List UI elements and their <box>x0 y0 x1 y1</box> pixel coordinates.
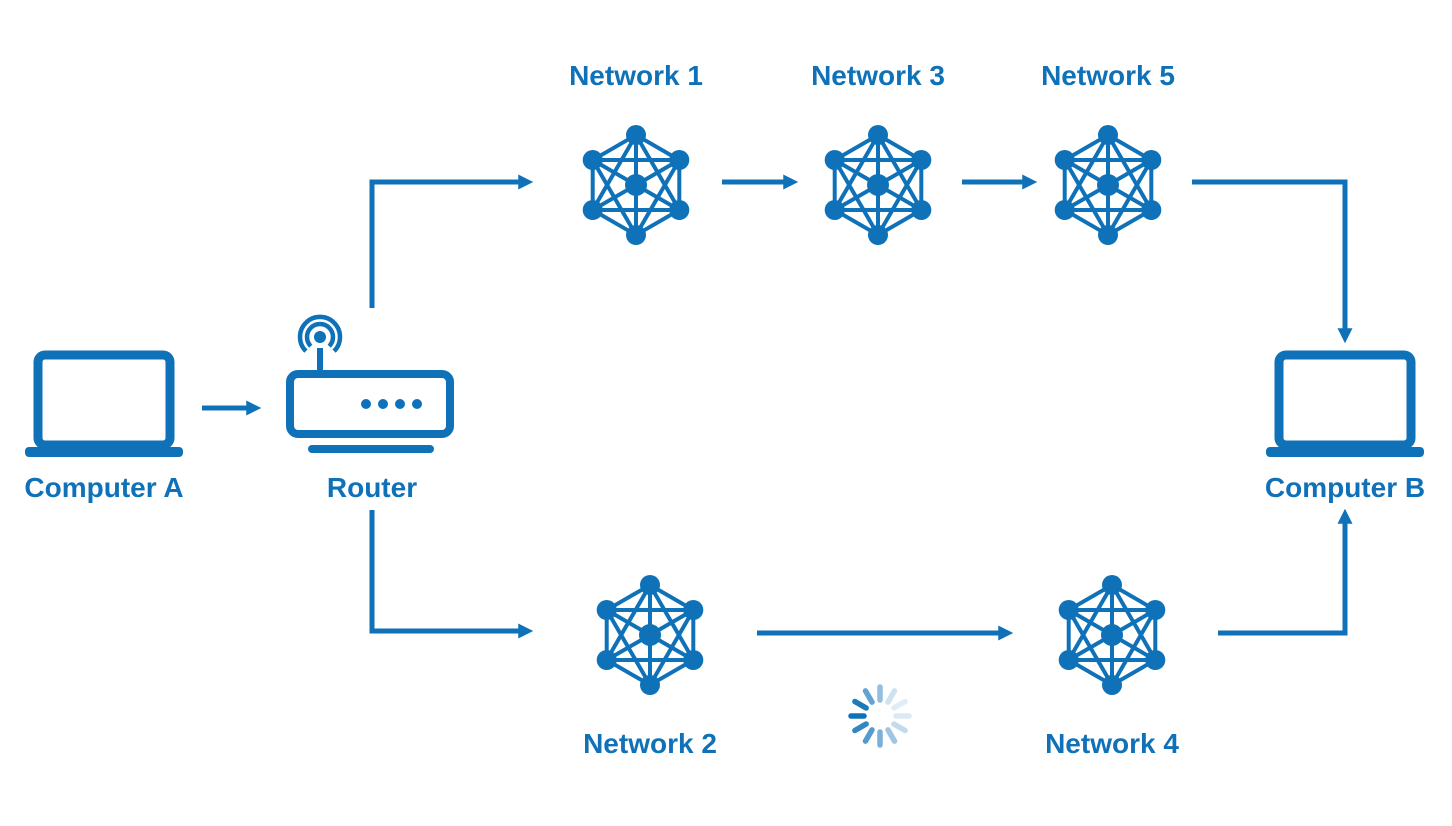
spinner-tick <box>862 688 875 705</box>
network-5-mesh-icon <box>1052 123 1164 247</box>
router-led-dot <box>361 399 371 409</box>
network-3-mesh-icon <box>822 123 934 247</box>
loading-spinner-icon <box>848 684 912 748</box>
network-1-mesh-icon <box>580 123 692 247</box>
spinner-tick <box>852 698 869 711</box>
router-led-dot <box>412 399 422 409</box>
spinner-tick <box>891 698 908 711</box>
spinner-tick <box>885 727 898 744</box>
router-led-dot <box>395 399 405 409</box>
network-3-label: Network 3 <box>811 60 945 91</box>
computer-a-label: Computer A <box>24 472 183 503</box>
network-4-label: Network 4 <box>1045 728 1179 759</box>
connector-network4-computerB <box>1218 508 1353 636</box>
spinner-tick <box>862 727 875 744</box>
spinner-tick <box>885 688 898 705</box>
router-antenna-inner-arc <box>304 321 336 348</box>
computer-a-laptop-icon <box>25 355 183 457</box>
router-led-dot <box>378 399 388 409</box>
wifi-router-icon <box>286 314 454 453</box>
network-4-mesh-icon <box>1056 573 1168 697</box>
computer-b-laptop-icon <box>1266 355 1424 457</box>
connector-network5-computerB <box>1192 179 1353 344</box>
connector-router-network2 <box>369 510 534 639</box>
router-label: Router <box>327 472 417 503</box>
computer-b-label: Computer B <box>1265 472 1425 503</box>
network-2-label: Network 2 <box>583 728 717 759</box>
network-2-mesh-icon <box>594 573 706 697</box>
network-1-label: Network 1 <box>569 60 703 91</box>
network-5-label: Network 5 <box>1041 60 1175 91</box>
connector-router-network1 <box>369 174 534 308</box>
router-antenna-outer-arc <box>297 314 343 353</box>
spinner-tick <box>891 721 908 734</box>
spinner-tick <box>852 721 869 734</box>
router-antenna-dot <box>314 331 326 343</box>
